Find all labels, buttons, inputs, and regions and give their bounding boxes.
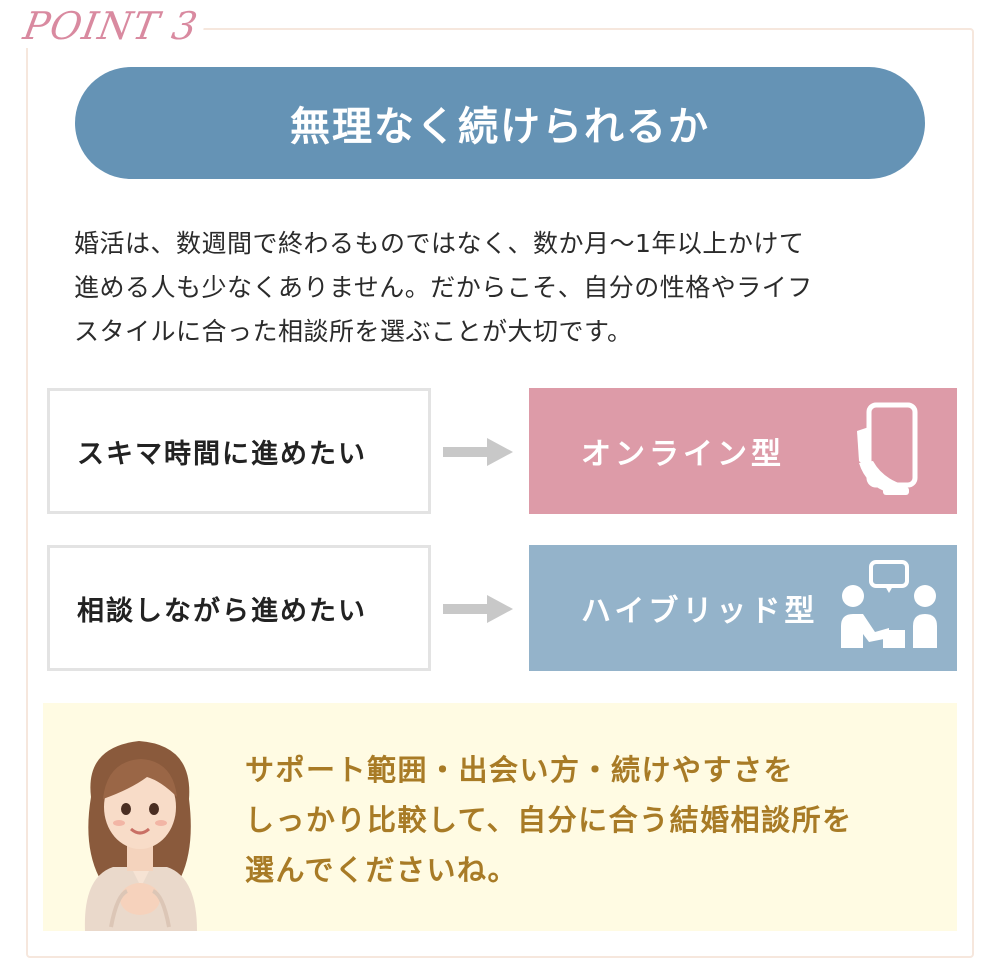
advice-box: サポート範囲・出会い方・続けやすさを しっかり比較して、自分に合う結婚相談所を …: [43, 703, 957, 931]
right-arrow-icon: [443, 438, 513, 466]
intro-line: 進める人も少なくありません。だからこそ、自分の性格やライフ: [74, 273, 813, 302]
type-box-hybrid: ハイブリッド型: [529, 545, 957, 671]
need-label: 相談しながら進めたい: [77, 595, 367, 627]
right-arrow-icon: [443, 595, 513, 623]
intro-paragraph: 婚活は、数週間で終わるものではなく、数か月〜1年以上かけて 進める人も少なくあり…: [74, 222, 934, 354]
consultation-icon: [841, 560, 937, 648]
recommendation-row-online: スキマ時間に進めたい オンライン型: [47, 388, 957, 514]
type-box-online: オンライン型: [529, 388, 957, 514]
type-label: ハイブリッド型: [581, 594, 819, 629]
advisor-woman-illustration: [84, 741, 197, 931]
need-box: スキマ時間に進めたい: [47, 388, 431, 514]
smartphone-hand-icon: [857, 402, 918, 495]
point-label: POINT 3: [20, 4, 208, 48]
need-label: スキマ時間に進めたい: [77, 438, 367, 470]
advice-line: サポート範囲・出会い方・続けやすさを: [245, 753, 795, 787]
type-label: オンライン型: [581, 437, 785, 472]
section-title-text: 無理なく続けられるか: [290, 104, 710, 150]
advice-line: しっかり比較して、自分に合う結婚相談所を: [245, 803, 853, 837]
advice-text: サポート範囲・出会い方・続けやすさを しっかり比較して、自分に合う結婚相談所を …: [245, 745, 935, 895]
intro-line: 婚活は、数週間で終わるものではなく、数か月〜1年以上かけて: [74, 229, 805, 258]
advice-line: 選んでくださいね。: [245, 853, 519, 887]
recommendation-row-hybrid: 相談しながら進めたい ハイブリッド型: [47, 545, 957, 671]
intro-line: スタイルに合った相談所を選ぶことが大切です。: [74, 317, 633, 346]
section-title: 無理なく続けられるか: [75, 67, 925, 179]
need-box: 相談しながら進めたい: [47, 545, 431, 671]
